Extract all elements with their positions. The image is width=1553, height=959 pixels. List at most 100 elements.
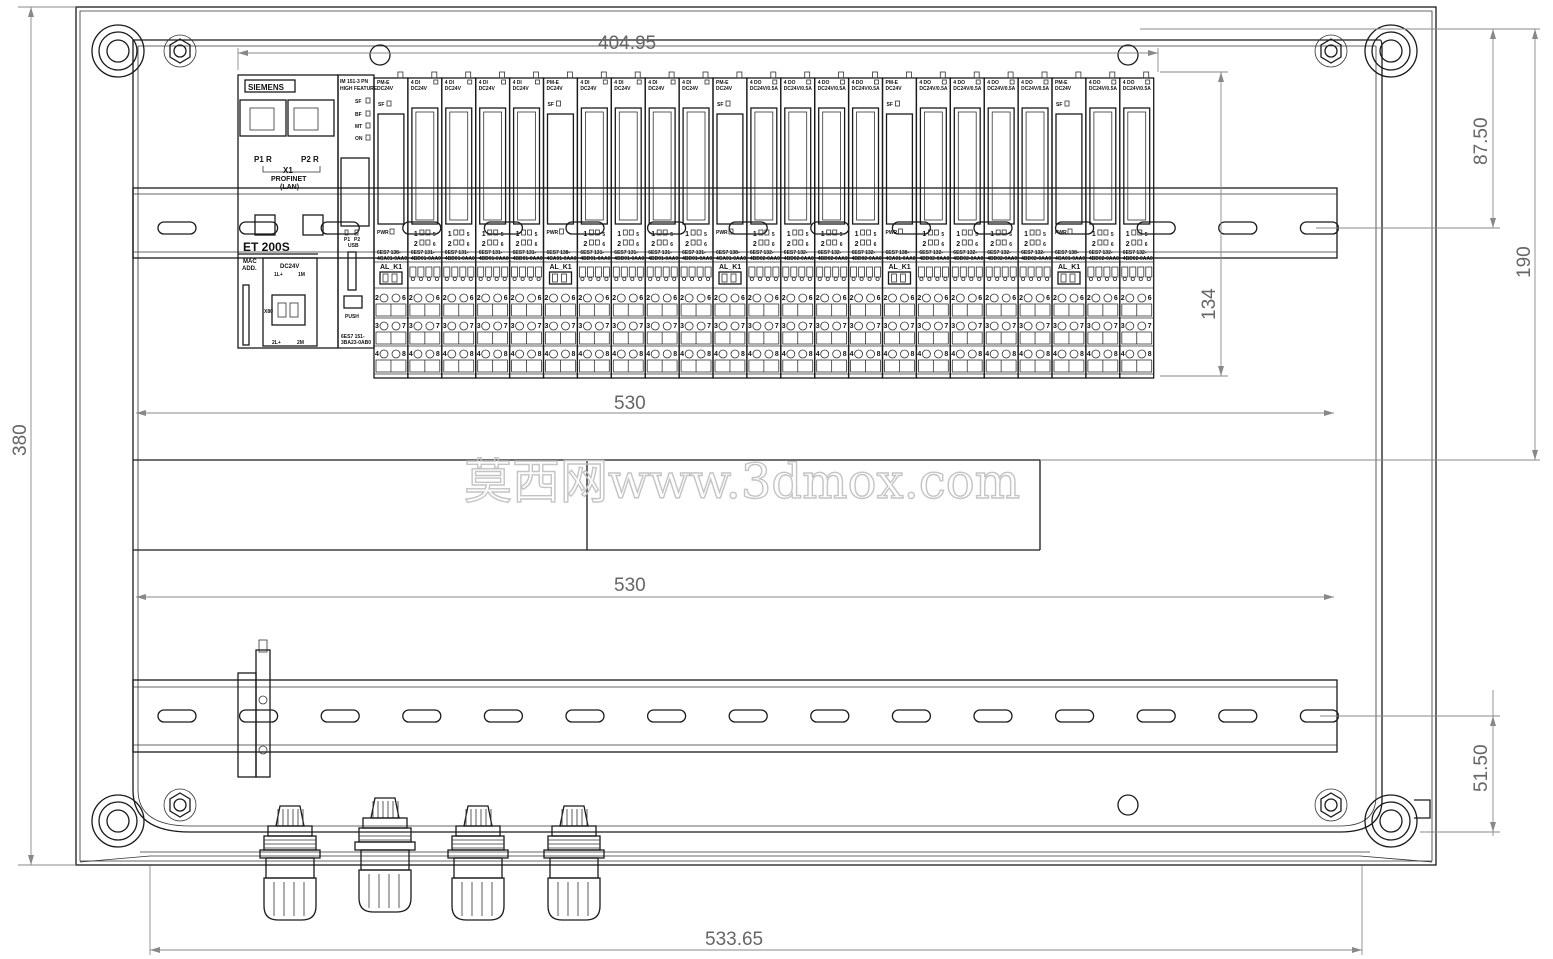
row-label: 2 bbox=[482, 241, 486, 248]
terminal bbox=[561, 321, 570, 331]
terminal bbox=[730, 349, 740, 359]
row-label: 2 bbox=[787, 241, 791, 248]
row-label: 1 bbox=[855, 231, 859, 238]
row-label: 5 bbox=[1009, 232, 1012, 238]
terminal bbox=[1023, 293, 1033, 303]
module-title: 4 DO bbox=[818, 80, 830, 86]
terminal bbox=[662, 321, 672, 331]
terminal-number: 8 bbox=[1080, 351, 1084, 358]
rail-slot bbox=[891, 709, 932, 723]
terminal-number: 2 bbox=[612, 295, 616, 302]
terminal-number: 7 bbox=[504, 323, 508, 330]
module-title: PM-E bbox=[1055, 80, 1068, 86]
terminal-number: 2 bbox=[409, 295, 413, 302]
terminal-number: 3 bbox=[511, 323, 515, 330]
dim-overall-width: 533.65 bbox=[705, 929, 763, 950]
dim-top-width: 404.95 bbox=[598, 33, 656, 54]
terminal-number: 3 bbox=[545, 323, 549, 330]
terminal-number: 4 bbox=[1121, 351, 1125, 358]
terminal-number: 2 bbox=[680, 295, 684, 302]
terminal-number: 7 bbox=[673, 323, 677, 330]
terminal bbox=[583, 321, 592, 331]
terminal-number: 6 bbox=[1012, 295, 1016, 302]
terminal bbox=[561, 293, 570, 303]
terminal bbox=[1125, 321, 1135, 331]
pwr-label: PWR bbox=[886, 230, 898, 236]
terminal bbox=[967, 293, 977, 303]
brand-logo: SIEMENS bbox=[248, 83, 285, 92]
row-label: 6 bbox=[840, 242, 843, 248]
terminal bbox=[493, 293, 503, 303]
rail-slot bbox=[1136, 709, 1176, 723]
usb-p1: P1 bbox=[344, 237, 350, 243]
terminal-number: 8 bbox=[673, 351, 677, 358]
terminal bbox=[934, 321, 943, 331]
order-number: 6ES7 132- bbox=[750, 250, 774, 256]
row-label: 5 bbox=[874, 232, 877, 238]
dim-rail-length-upper: 530 bbox=[614, 393, 646, 414]
rail-slot bbox=[565, 709, 605, 723]
dimension-lines: 404.95 87.50 134 190 530 530 380 bbox=[10, 6, 1540, 955]
terminal-number: 3 bbox=[917, 323, 921, 330]
rail-slot bbox=[483, 221, 524, 235]
screw-bottom-right bbox=[1314, 788, 1431, 848]
order-number: 4CA01-0AA0 bbox=[1055, 256, 1085, 262]
led-bf: BF bbox=[355, 112, 362, 118]
terminal-number: 3 bbox=[985, 323, 989, 330]
terminal bbox=[413, 293, 423, 303]
alk1-label: AL_K1 bbox=[380, 264, 402, 271]
rail-slot bbox=[728, 709, 768, 723]
order-number: 6ES7 132- bbox=[1021, 250, 1045, 256]
terminal-number: 6 bbox=[911, 295, 915, 302]
pwr-label: PWR bbox=[1055, 230, 1067, 236]
row-label: 5 bbox=[670, 232, 673, 238]
terminal bbox=[764, 349, 774, 359]
terminal bbox=[1137, 293, 1147, 303]
order-number: 6ES7 132- bbox=[1089, 250, 1113, 256]
row-label: 1 bbox=[1092, 231, 1096, 238]
x80-label: X80 bbox=[264, 309, 273, 315]
terminal-number: 4 bbox=[578, 351, 582, 358]
order-number: 4CA01-0AA0 bbox=[377, 256, 407, 262]
terminal-number: 3 bbox=[816, 323, 820, 330]
terminal-number: 4 bbox=[816, 351, 820, 358]
order-number: 6ES7 132- bbox=[784, 250, 808, 256]
module-subtitle: DC24V bbox=[377, 86, 394, 92]
row-label: 2 bbox=[583, 241, 587, 248]
terminal bbox=[1091, 321, 1101, 331]
row-label: 1 bbox=[787, 231, 791, 238]
order-number: 4CA01-0AA0 bbox=[547, 256, 577, 262]
terminal-number: 7 bbox=[877, 323, 881, 330]
module-title: 4 DO bbox=[1021, 80, 1033, 86]
row-label: 5 bbox=[704, 232, 707, 238]
rail-slot bbox=[320, 221, 360, 235]
row-label: 1 bbox=[685, 231, 689, 238]
din-rail-lower bbox=[132, 679, 1340, 753]
terminal bbox=[832, 293, 842, 303]
terminal-number: 6 bbox=[707, 295, 711, 302]
terminal-number: 6 bbox=[809, 295, 813, 302]
row-label: 6 bbox=[433, 242, 436, 248]
push-label: PUSH bbox=[345, 314, 359, 320]
order-number: 4BD02-0AA0 bbox=[784, 256, 814, 262]
led bbox=[1064, 100, 1070, 107]
terminal-number: 6 bbox=[843, 295, 847, 302]
module-title: 4 DO bbox=[1123, 80, 1135, 86]
terminal bbox=[752, 349, 762, 359]
terminal-number: 2 bbox=[375, 295, 379, 302]
terminal bbox=[447, 321, 457, 331]
terminal-number: 8 bbox=[944, 351, 948, 358]
terminal-number: 8 bbox=[1148, 351, 1152, 358]
row-label: 2 bbox=[855, 241, 859, 248]
order-number: 4BD01-0AA0 bbox=[513, 256, 543, 262]
dim-top-rail-height: 87.50 bbox=[1471, 117, 1492, 165]
terminal bbox=[900, 293, 909, 303]
module-title: PM-E bbox=[547, 80, 560, 86]
sf-led-label: SF bbox=[887, 102, 893, 108]
terminal-number: 7 bbox=[978, 323, 982, 330]
